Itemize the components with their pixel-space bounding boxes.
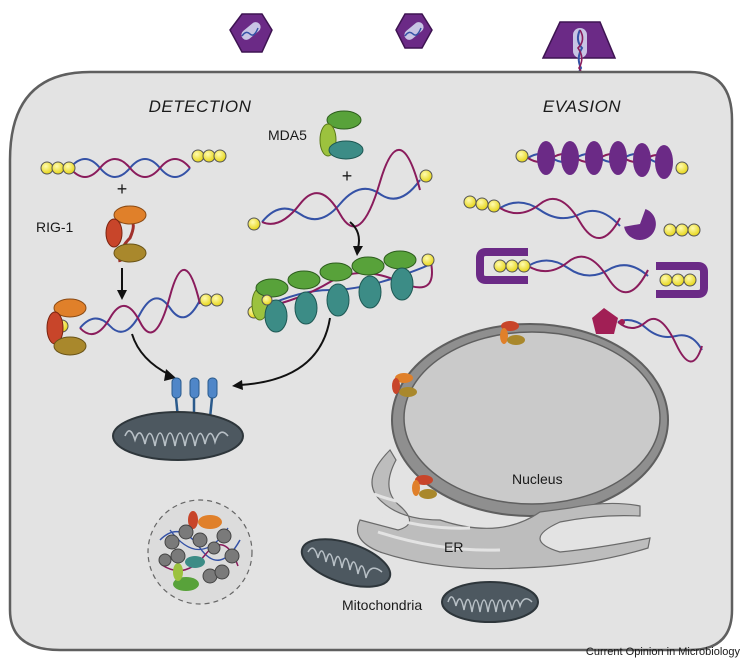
mitochondrion-icon	[112, 411, 244, 461]
credit-text: Current Opinion in Microbiology	[586, 646, 741, 658]
evasion-title: EVASION	[543, 97, 621, 116]
mitochondrion-icon	[300, 538, 392, 588]
arrowhead	[164, 369, 176, 381]
stress-granule-icon	[147, 499, 253, 605]
mda5-icon	[319, 110, 364, 160]
plus-sign-1: +	[117, 179, 128, 199]
mda5-filament	[247, 250, 435, 333]
arrow	[349, 221, 360, 249]
rig1-icon	[500, 321, 525, 345]
virus-icon	[395, 13, 433, 49]
evasion-protein-coated-rna	[515, 141, 689, 179]
evasion-end-capping	[476, 248, 708, 298]
arrow	[131, 333, 171, 376]
rig1-label: RIG-1	[36, 219, 74, 235]
evasion-cap-degradation	[463, 195, 701, 240]
rig1-icon	[105, 205, 147, 263]
detection-title: DETECTION	[149, 97, 252, 116]
mda5-label: MDA5	[268, 127, 307, 143]
rig1-bound-dsrna	[46, 269, 224, 356]
mavs-icon	[171, 377, 218, 419]
rig1-icon	[392, 373, 417, 397]
mitochondrion-icon	[441, 581, 539, 623]
rig1-icon	[412, 475, 437, 499]
arrowhead	[117, 290, 127, 300]
dsrna-icon	[40, 149, 227, 178]
dsrna-icon	[247, 148, 433, 231]
virus-icon	[229, 13, 273, 53]
nucleus-icon	[391, 323, 669, 517]
er-icon	[356, 449, 651, 570]
arrow	[239, 317, 331, 386]
nucleus-label: Nucleus	[512, 471, 563, 487]
arrowhead	[353, 246, 363, 256]
mitochondria-label: Mitochondria	[342, 597, 422, 613]
plus-sign-2: +	[342, 166, 353, 186]
evasion-pentagon-protein	[592, 308, 703, 363]
arrowhead	[232, 380, 243, 390]
er-label: ER	[444, 539, 463, 555]
